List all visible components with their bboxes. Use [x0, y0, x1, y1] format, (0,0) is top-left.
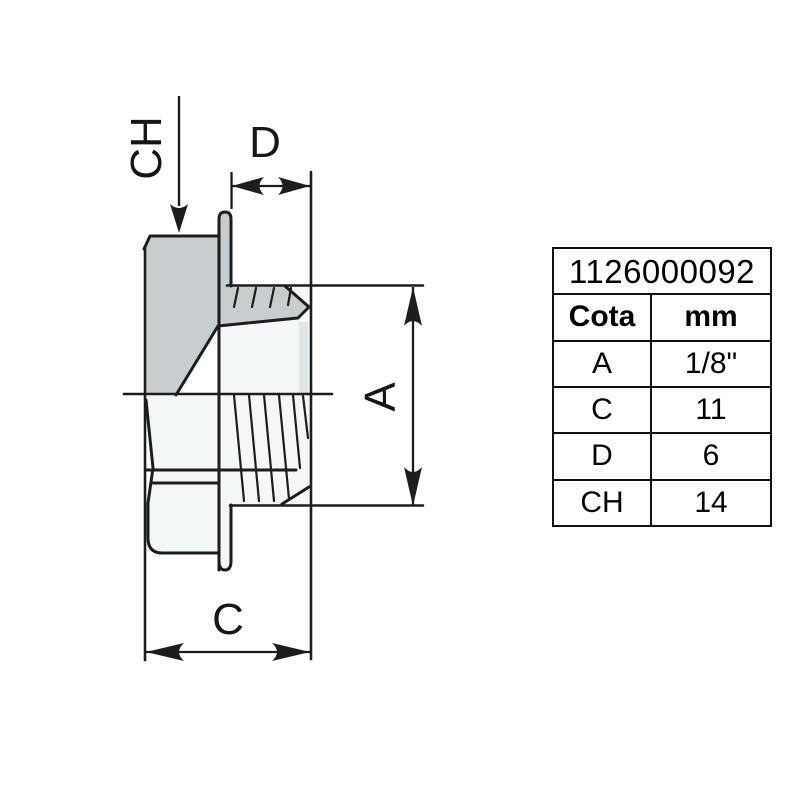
- d-arrowhead-left: [232, 177, 264, 195]
- male-thread-tick: [286, 286, 293, 307]
- a-arrowhead-bottom: [404, 467, 422, 506]
- d-arrowhead-right: [278, 177, 310, 195]
- cell-mm-c: 11: [650, 385, 772, 435]
- female-thread-line: [247, 393, 261, 503]
- cell-mm-a: 1/8": [650, 339, 772, 388]
- dim-label-a: A: [356, 382, 405, 412]
- female-thread-line: [277, 393, 291, 501]
- table-header-row: Cota mm: [552, 293, 772, 342]
- tube-stub-top: [217, 210, 233, 572]
- table-row: A 1/8": [552, 339, 772, 388]
- dim-label-c: C: [212, 595, 244, 644]
- table-row: D 6: [552, 432, 772, 481]
- hex-face: [146, 396, 218, 553]
- thread-lines: [232, 286, 310, 503]
- hex-top-edge: [142, 234, 221, 251]
- cell-cota-d: D: [552, 432, 652, 481]
- female-thread-line: [291, 393, 302, 470]
- dimensions-table: 1126000092 Cota mm A 1/8" C 11 D 6 CH 14: [552, 246, 772, 528]
- c-arrowhead-left: [146, 643, 184, 661]
- a-arrowhead-top: [404, 287, 422, 326]
- col-header-mm: mm: [650, 293, 772, 342]
- tube-stub-bottom-fill: [219, 505, 230, 570]
- male-thread-tick: [232, 286, 240, 309]
- cell-cota-ch: CH: [552, 478, 652, 528]
- hex-lower-left-edge: [144, 398, 220, 555]
- male-thread-tick: [268, 286, 276, 309]
- dim-label-d: D: [249, 118, 281, 167]
- female-thread-line: [301, 394, 310, 440]
- dimension-a: A: [356, 287, 422, 506]
- table-row: CH 14: [552, 478, 772, 528]
- dimension-ch: CH: [122, 96, 188, 233]
- female-thread-line: [262, 393, 276, 503]
- section-cut-region: [144, 212, 309, 395]
- dimension-c: C: [146, 595, 310, 661]
- female-thread-line: [232, 393, 246, 503]
- bore-wall-shade: [299, 322, 308, 394]
- cell-mm-ch: 14: [650, 478, 772, 528]
- ch-arrowhead: [170, 204, 188, 233]
- male-thread-tick: [250, 286, 258, 309]
- dimension-d: D: [230, 118, 311, 209]
- col-header-cota: Cota: [552, 293, 652, 342]
- cell-cota-a: A: [552, 339, 652, 388]
- cell-mm-d: 6: [650, 432, 772, 481]
- tube-stub-bottom: [217, 503, 233, 572]
- c-arrowhead-right: [272, 643, 310, 661]
- thread-chamfer-bottom: [280, 485, 311, 506]
- thread-chamfer-top: [174, 284, 311, 397]
- cell-cota-c: C: [552, 385, 652, 435]
- part-number: 1126000092: [552, 246, 772, 296]
- table-row: C 11: [552, 385, 772, 435]
- edges-and-extensions: [122, 170, 425, 662]
- dim-label-ch: CH: [122, 116, 171, 180]
- part-number-row: 1126000092: [552, 246, 772, 296]
